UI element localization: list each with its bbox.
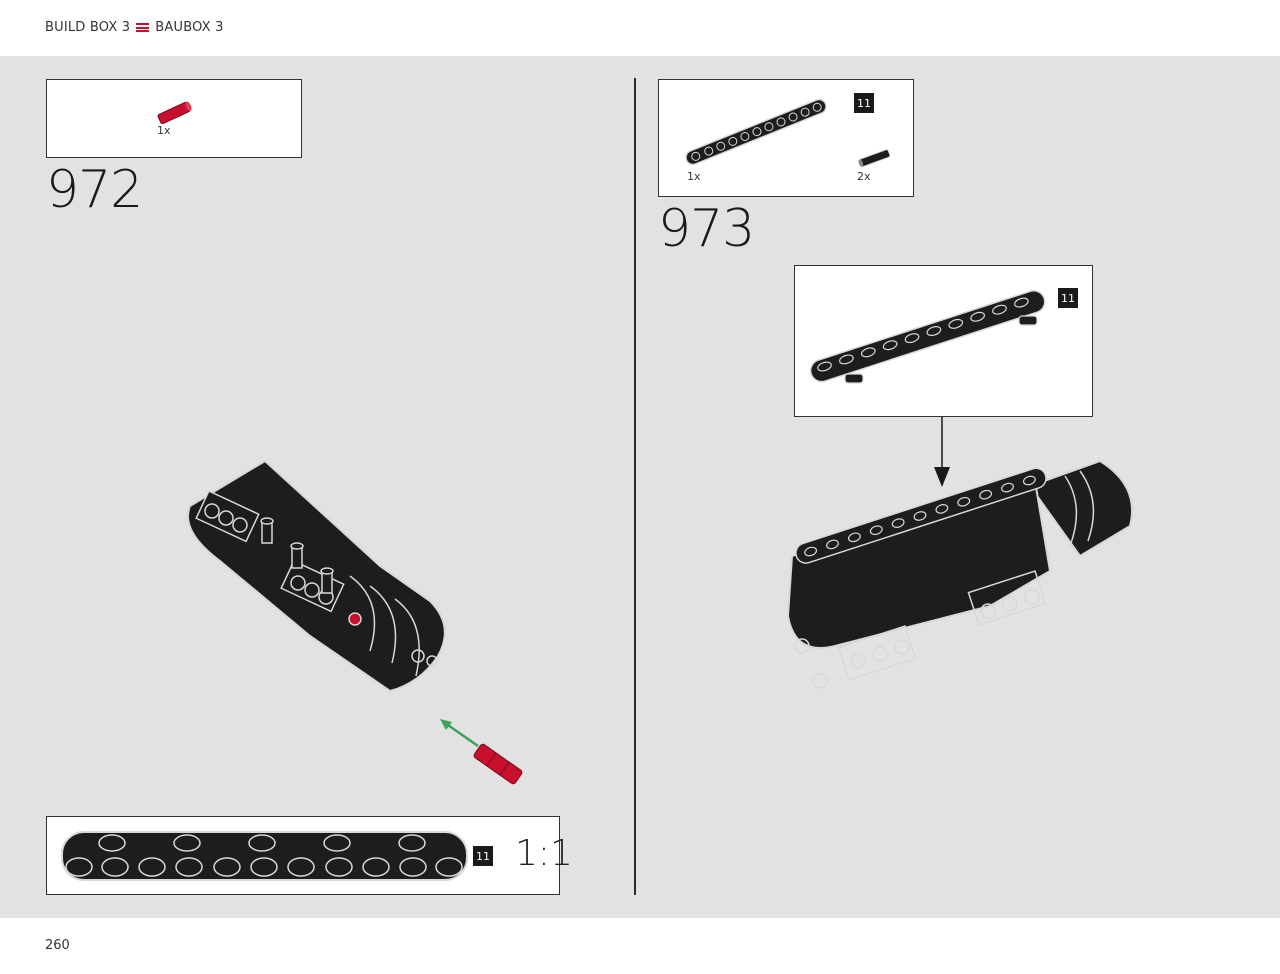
assembly-972-illustration [187,459,523,785]
page-footer: 260 [0,918,1280,974]
assembly-973-illustration [786,459,1133,689]
parts-list-972: 1x [46,79,302,158]
length-badge: 11 [854,93,874,113]
beam-with-pins-illustration [809,289,1046,384]
step-number-972: 972 [46,160,143,220]
pin-qty: 2x [857,170,871,183]
length-badge: 11 [473,846,493,866]
page-number: 260 [45,938,70,953]
down-arrow-icon [934,417,950,487]
beam-and-pin-parts-icons [685,98,891,167]
beam-11-scale-illustration [61,831,468,881]
instruction-page: 1x 972 [0,56,1280,918]
part-qty: 1x [157,124,171,137]
beam-qty: 1x [687,170,701,183]
step-divider [634,78,636,895]
sub-assembly-callout: 11 [794,265,1093,417]
scale-ratio: 1:1 [515,833,573,874]
baubox-label: BAUBOX 3 [155,20,224,35]
build-box-label: BUILD BOX 3 [45,20,131,35]
step-number-973: 973 [658,199,755,259]
parts-list-973: 1x 2x 11 [658,79,914,197]
menu-icon [136,23,150,32]
red-connector-part-icon [157,101,192,125]
length-badge: 11 [1058,288,1078,308]
scale-guide-box: 11 1:1 [46,816,573,895]
breadcrumb: BUILD BOX 3 BAUBOX 3 [45,20,224,35]
page-header: BUILD BOX 3 BAUBOX 3 [0,0,1280,56]
